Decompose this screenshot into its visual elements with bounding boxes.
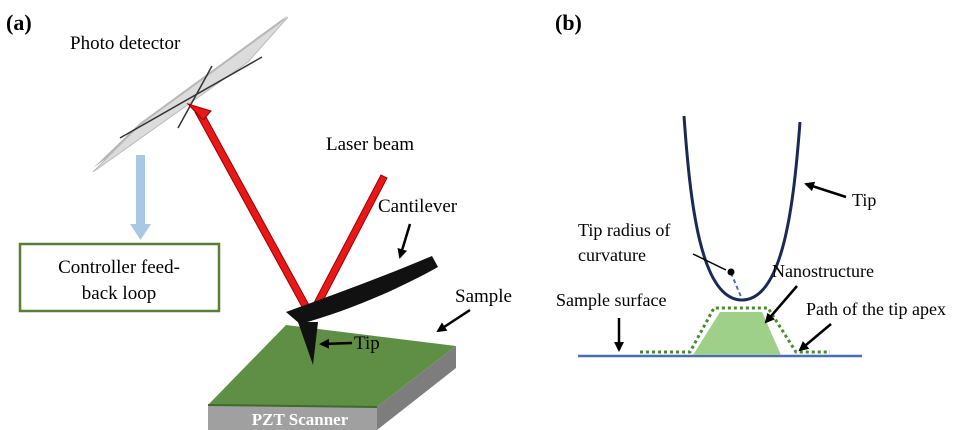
controller-label-line1: Controller feed- xyxy=(58,257,180,278)
sample-edge xyxy=(207,404,378,408)
feedback-arrow-shaft xyxy=(136,155,145,225)
detector-crosshair-v xyxy=(177,65,213,129)
tip-profile-curve xyxy=(682,115,802,302)
sample-block xyxy=(207,325,456,430)
tip-apex-path xyxy=(640,306,830,354)
nanostructure-shape xyxy=(693,312,781,355)
tip-b-pointer xyxy=(804,181,847,199)
scanner-side-face xyxy=(377,346,456,430)
feedback-arrow-head xyxy=(130,224,151,240)
path-label: Path of the tip apex xyxy=(806,299,946,319)
panel-a: (a) Photo detector Controller feed- back… xyxy=(6,10,512,430)
cantilever-label: Cantilever xyxy=(378,196,458,217)
scanner-front-face xyxy=(208,405,377,430)
sample-top-face xyxy=(208,325,456,407)
cantilever-pointer xyxy=(397,223,412,259)
tip-radius-label-line1: Tip radius of xyxy=(578,220,670,240)
nanostructure-label: Nanostructure xyxy=(772,261,874,281)
tip-label: Tip xyxy=(354,333,380,354)
cantilever xyxy=(286,256,438,324)
tip-shape xyxy=(298,322,318,365)
feedback-arrow xyxy=(130,155,151,240)
tip-pointer xyxy=(319,338,353,349)
detector-crosshair-h xyxy=(119,56,263,139)
photo-detector xyxy=(92,15,289,173)
sample-pointer xyxy=(436,308,471,333)
controller-label-line2: back loop xyxy=(82,283,156,304)
tip-b-label: Tip xyxy=(852,190,876,210)
radius-center-dot xyxy=(727,268,735,276)
laser-beam xyxy=(186,102,388,317)
detector-plate xyxy=(92,16,289,173)
radius-line xyxy=(730,272,743,300)
laser-reflected-arrowhead xyxy=(186,102,212,121)
laser-beam-label: Laser beam xyxy=(326,134,414,155)
nanostructure-pointer xyxy=(764,285,798,324)
pzt-scanner-label: PZT Scanner xyxy=(252,410,349,429)
panel-b: (b) Tip Tip radius of curvature Nanostru… xyxy=(555,10,946,358)
tip-radius-pointer xyxy=(692,253,727,271)
path-pointer xyxy=(798,323,832,352)
panel-a-label: (a) xyxy=(6,10,32,35)
tip-radius-label-line2: curvature xyxy=(578,245,646,265)
photo-detector-label: Photo detector xyxy=(70,33,181,54)
panel-b-label: (b) xyxy=(555,10,582,35)
sample-surface-label: Sample surface xyxy=(556,290,666,310)
sample-label: Sample xyxy=(455,286,512,307)
controller-box xyxy=(18,242,221,313)
